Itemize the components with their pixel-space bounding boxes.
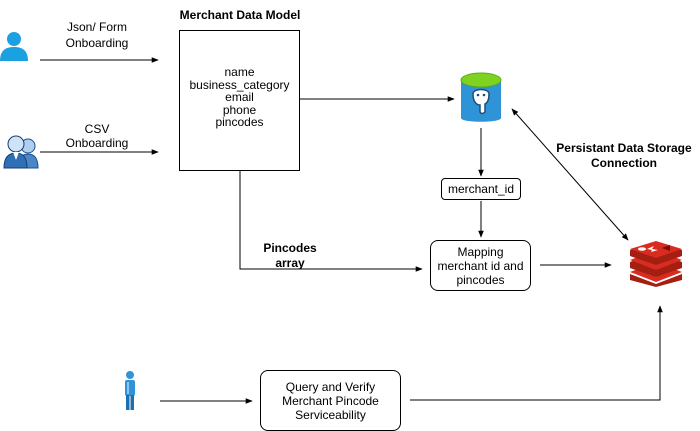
field-business-category: business_category bbox=[189, 77, 290, 92]
merchant-model-fields: name business_category email phone pinco… bbox=[180, 66, 299, 129]
field-pincodes: pincodes bbox=[215, 115, 264, 129]
arrow-persistent-connection bbox=[511, 108, 629, 241]
arrow-model-to-mapping bbox=[239, 171, 423, 272]
json-form-label-1: Json/ Form bbox=[66, 20, 127, 34]
redis-icon bbox=[630, 241, 682, 287]
csv-label-1: CSV bbox=[84, 122, 110, 136]
arrow-query-to-redis bbox=[410, 305, 663, 401]
merchant-model-title: Merchant Data Model bbox=[179, 8, 301, 22]
query-verify-box: Query and Verify Merchant Pincode Servic… bbox=[260, 370, 401, 431]
postgresql-database-icon bbox=[460, 72, 502, 122]
merchant-id-box: merchant_id bbox=[441, 178, 521, 200]
merchant-id-label: merchant_id bbox=[447, 182, 515, 196]
mapping-box: Mapping merchant id and pincodes bbox=[430, 240, 531, 291]
json-form-label-2: Onboarding bbox=[65, 36, 129, 50]
users-group-icon bbox=[3, 135, 39, 169]
query-verify-label: Query and Verify Merchant Pincode Servic… bbox=[282, 379, 379, 422]
field-email: email bbox=[225, 90, 254, 104]
user-icon bbox=[0, 32, 28, 61]
merchant-model-box: name business_category email phone pinco… bbox=[179, 30, 300, 171]
field-phone: phone bbox=[222, 102, 257, 117]
persistent-label-2: Connection bbox=[591, 156, 657, 170]
pincodes-array-label-2: array bbox=[275, 256, 305, 270]
mapping-label: Mapping merchant id and pincodes bbox=[437, 244, 524, 287]
csv-label-2: Onboarding bbox=[65, 136, 129, 150]
persistent-label-1: Persistant Data Storage bbox=[556, 141, 692, 155]
person-icon bbox=[125, 371, 135, 410]
field-name: name bbox=[224, 65, 255, 79]
pincodes-array-label-1: Pincodes bbox=[263, 241, 317, 255]
